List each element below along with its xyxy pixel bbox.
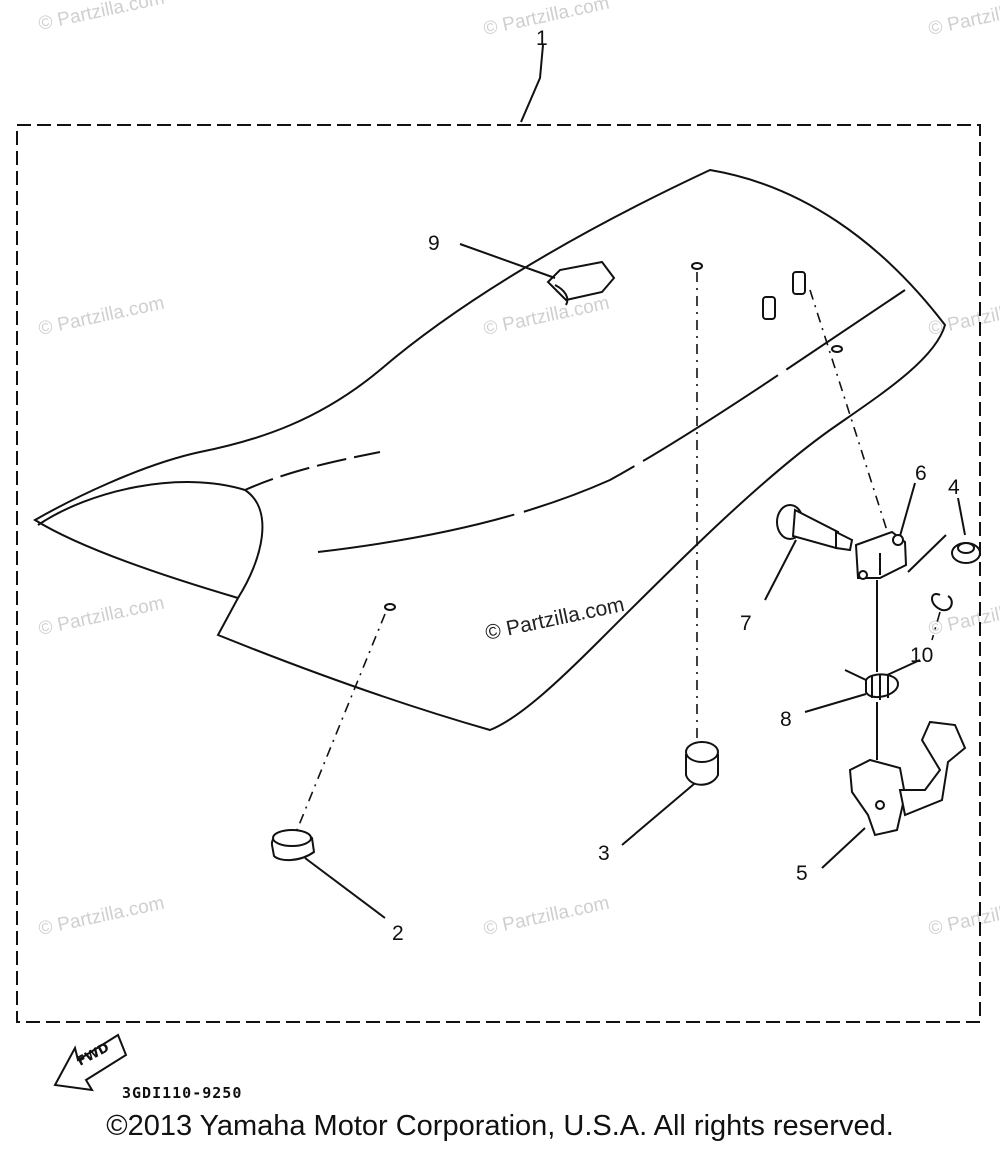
watermark: © Partzilla.com — [482, 893, 612, 940]
watermark-center: © Partzilla.com — [483, 593, 626, 645]
callout-6: 6 — [915, 462, 927, 485]
watermark: © Partzilla.com — [927, 593, 1000, 640]
leader-line-4 — [957, 497, 966, 536]
leader-line-1 — [520, 44, 544, 123]
lever-part-5 — [848, 720, 967, 837]
assembly-boundary — [16, 124, 981, 1023]
leader-line-3 — [621, 783, 695, 846]
callout-5: 5 — [796, 862, 808, 885]
callout-10: 10 — [910, 644, 933, 667]
spring-part-8 — [844, 669, 900, 700]
callout-3: 3 — [598, 842, 610, 865]
leader-line-6 — [899, 482, 916, 537]
watermark: © Partzilla.com — [37, 293, 167, 340]
leader-line-9 — [459, 243, 556, 279]
fwd-arrow-icon: FWD — [53, 1033, 128, 1092]
leader-line-2 — [304, 857, 386, 919]
watermark-layer: © Partzilla.com © Partzilla.com © Partzi… — [37, 0, 1000, 940]
leader-line-10 — [884, 659, 921, 677]
callout-8: 8 — [780, 708, 792, 731]
callout-9: 9 — [428, 232, 440, 255]
part-code: 3GDI110-9250 — [122, 1084, 242, 1102]
axis-line-10 — [931, 611, 941, 641]
bolt-part-7 — [776, 504, 854, 552]
clip-part-10 — [931, 593, 953, 612]
watermark: © Partzilla.com — [37, 0, 167, 35]
watermark: © Partzilla.com — [37, 593, 167, 640]
damper-part-3 — [685, 741, 719, 786]
watermark: © Partzilla.com — [37, 893, 167, 940]
watermark: © Partzilla.com — [927, 0, 1000, 40]
leader-line-7 — [764, 539, 797, 601]
callout-1: 1 — [536, 27, 548, 50]
damper-part-2 — [271, 829, 316, 862]
leader-line-5 — [821, 827, 866, 869]
copyright-notice: ©2013 Yamaha Motor Corporation, U.S.A. A… — [106, 1110, 894, 1142]
callout-4: 4 — [948, 476, 960, 499]
axis-line-6 — [809, 289, 891, 541]
fwd-label: FWD — [75, 1040, 112, 1069]
watermark: © Partzilla.com — [927, 893, 1000, 940]
axis-line-2 — [296, 613, 386, 831]
callout-7: 7 — [740, 612, 752, 635]
bracket-part-6 — [854, 530, 908, 580]
callout-2: 2 — [392, 922, 404, 945]
nut-part-4 — [907, 534, 981, 573]
watermark: © Partzilla.com — [482, 293, 612, 340]
leader-line-8 — [804, 693, 867, 713]
seat — [33, 168, 947, 732]
